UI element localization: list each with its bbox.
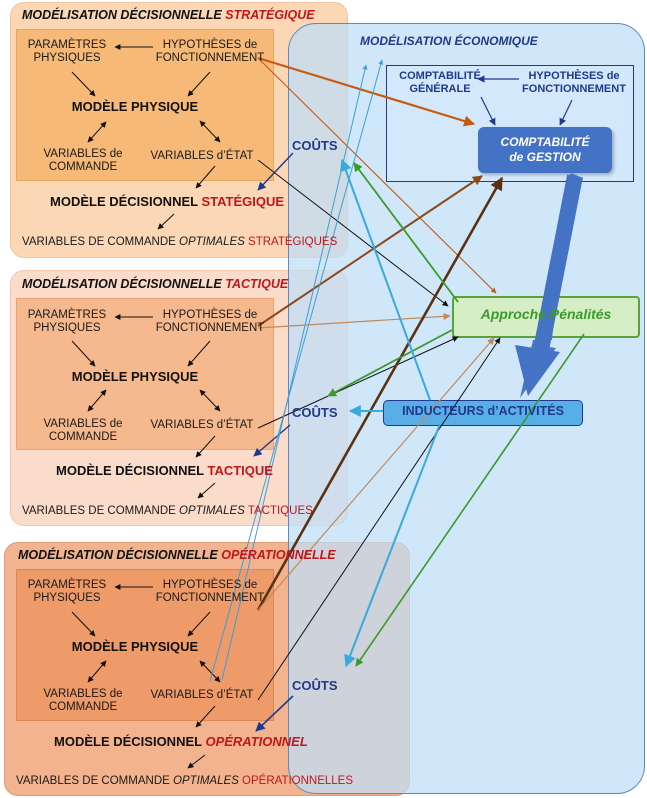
strategic-parametres-line2: PHYSIQUES <box>33 52 101 64</box>
operational-variables-commande: VARIABLES de COMMANDE <box>38 688 128 714</box>
operational-optimal: VARIABLES DE COMMANDE OPTIMALES OPÉRATIO… <box>16 775 353 788</box>
tactical-parametres: PARAMÈTRES PHYSIQUES <box>24 309 110 335</box>
tactical-optimal-prefix: VARIABLES DE COMMANDE <box>22 505 176 517</box>
compta-generale-line1: COMPTABILITÉ <box>399 70 481 82</box>
compta-gestion-label: COMPTABILITÉ de GESTION <box>478 135 612 165</box>
strategic-modele-decisionnel: MODÈLE DÉCISIONNEL STATÉGIQUE <box>50 195 300 208</box>
tactical-title: MODÉLISATION DÉCISIONNELLE TACTIQUE <box>22 277 288 291</box>
tactical-optimal: VARIABLES DE COMMANDE OPTIMALES TACTIQUE… <box>22 505 313 518</box>
strategic-optimal-italic: OPTIMALES <box>179 236 245 248</box>
approche-penalites-label: Approche Pénalités <box>480 306 612 322</box>
tactical-title-prefix: MODÉLISATION DÉCISIONNELLE <box>22 277 222 291</box>
strategic-parametres: PARAMÈTRES PHYSIQUES <box>24 39 110 65</box>
operational-modele-decisionnel-level: OPÉRATIONNEL <box>205 734 308 749</box>
operational-optimal-prefix: VARIABLES DE COMMANDE <box>16 775 170 787</box>
strategic-variables-commande-line2: COMMANDE <box>48 161 118 173</box>
strategic-variables-commande-line1: VARIABLES de <box>43 148 123 160</box>
strategic-title-level: STRATÉGIQUE <box>225 8 315 22</box>
economic-hypotheses-line2: FONCTIONNEMENT <box>522 83 626 95</box>
strategic-hypotheses-line2: FONCTIONNEMENT <box>155 52 265 64</box>
operational-variables-commande-line2: COMMANDE <box>48 701 118 713</box>
economic-hypotheses-line1: HYPOTHÈSES de <box>528 70 620 82</box>
operational-optimal-italic: OPTIMALES <box>173 775 239 787</box>
operational-parametres: PARAMÈTRES PHYSIQUES <box>24 579 110 605</box>
strategic-hypotheses-line1: HYPOTHÈSES de <box>162 39 258 51</box>
operational-parametres-line1: PARAMÈTRES <box>27 579 107 591</box>
strategic-variables-etat: VARIABLES d’ÉTAT <box>150 150 254 162</box>
inducteurs-label: INDUCTEURS d’ACTIVITÉS <box>402 404 564 418</box>
strategic-modele-decisionnel-prefix: MODÈLE DÉCISIONNEL <box>50 194 198 209</box>
inducteurs-box <box>383 400 583 426</box>
economic-hypotheses: HYPOTHÈSES de FONCTIONNEMENT <box>516 70 632 96</box>
couts-strategic: COÛTS <box>292 138 338 153</box>
operational-inner-box <box>16 569 274 721</box>
tactical-variables-commande: VARIABLES de COMMANDE <box>38 418 128 444</box>
tactical-inner-box <box>16 298 274 450</box>
compta-gestion-box <box>478 127 612 173</box>
tactical-optimal-italic: OPTIMALES <box>179 505 245 517</box>
tactical-hypotheses-line1: HYPOTHÈSES de <box>162 309 258 321</box>
strategic-inner-box <box>16 29 274 181</box>
tactical-hypotheses-line2: FONCTIONNEMENT <box>155 322 265 334</box>
strategic-title: MODÉLISATION DÉCISIONNELLE STRATÉGIQUE <box>22 8 315 22</box>
operational-hypotheses-line2: FONCTIONNEMENT <box>155 592 265 604</box>
tactical-variables-commande-line2: COMMANDE <box>48 431 118 443</box>
strategic-parametres-line1: PARAMÈTRES <box>27 39 107 51</box>
tactical-modele-decisionnel: MODÈLE DÉCISIONNEL TACTIQUE <box>56 464 286 477</box>
compta-gestion-line1: COMPTABILITÉ <box>500 135 590 149</box>
tactical-modele-physique: MODÈLE PHYSIQUE <box>71 369 199 384</box>
operational-hypotheses: HYPOTHÈSES de FONCTIONNEMENT <box>150 579 270 605</box>
couts-tactical: COÛTS <box>292 405 338 420</box>
operational-variables-commande-line1: VARIABLES de <box>43 688 123 700</box>
strategic-optimal-level: STRATÉGIQUES <box>248 236 338 248</box>
strategic-modele-decisionnel-level: STATÉGIQUE <box>201 194 285 209</box>
tactical-optimal-level: TACTIQUES <box>247 505 313 517</box>
tactical-hypotheses: HYPOTHÈSES de FONCTIONNEMENT <box>150 309 270 335</box>
strategic-title-prefix: MODÉLISATION DÉCISIONNELLE <box>22 8 222 22</box>
tactical-variables-commande-line1: VARIABLES de <box>43 418 123 430</box>
tactical-modele-decisionnel-prefix: MODÈLE DÉCISIONNEL <box>56 463 204 478</box>
couts-operational: COÛTS <box>292 678 338 693</box>
operational-variables-etat: VARIABLES d’ÉTAT <box>150 689 254 701</box>
tactical-title-level: TACTIQUE <box>225 277 289 291</box>
strategic-modele-physique: MODÈLE PHYSIQUE <box>71 99 199 114</box>
operational-title-level: OPÉRATIONNELLE <box>221 548 336 562</box>
operational-modele-decisionnel: MODÈLE DÉCISIONNEL OPÉRATIONNEL <box>54 735 324 748</box>
tactical-parametres-line1: PARAMÈTRES <box>27 309 107 321</box>
strategic-variables-commande: VARIABLES de COMMANDE <box>38 148 128 174</box>
strategic-optimal-prefix: VARIABLES DE COMMANDE <box>22 236 176 248</box>
operational-optimal-level: OPÉRATIONNELLES <box>242 775 354 787</box>
compta-generale: COMPTABILITÉ GÉNÉRALE <box>395 70 485 96</box>
operational-title: MODÉLISATION DÉCISIONNELLE OPÉRATIONNELL… <box>18 548 336 562</box>
operational-modele-decisionnel-prefix: MODÈLE DÉCISIONNEL <box>54 734 202 749</box>
operational-modele-physique: MODÈLE PHYSIQUE <box>71 639 199 654</box>
tactical-modele-decisionnel-level: TACTIQUE <box>207 463 273 478</box>
compta-generale-line2: GÉNÉRALE <box>409 83 471 95</box>
operational-hypotheses-line1: HYPOTHÈSES de <box>162 579 258 591</box>
strategic-hypotheses: HYPOTHÈSES de FONCTIONNEMENT <box>150 39 270 65</box>
tactical-parametres-line2: PHYSIQUES <box>33 322 101 334</box>
operational-title-prefix: MODÉLISATION DÉCISIONNELLE <box>18 548 218 562</box>
economic-title: MODÉLISATION ÉCONOMIQUE <box>360 34 538 48</box>
strategic-optimal: VARIABLES DE COMMANDE OPTIMALES STRATÉGI… <box>22 236 337 249</box>
operational-parametres-line2: PHYSIQUES <box>33 592 101 604</box>
tactical-variables-etat: VARIABLES d’ÉTAT <box>150 419 254 431</box>
compta-gestion-line2: de GESTION <box>509 150 581 164</box>
